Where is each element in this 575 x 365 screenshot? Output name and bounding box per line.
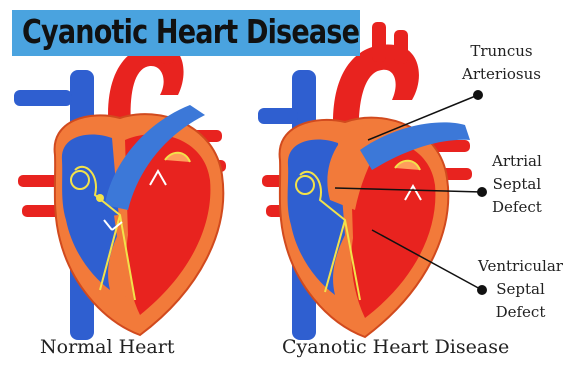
pulmonary-vein-left	[14, 90, 72, 106]
caption-cyanotic-heart: Cyanotic Heart Disease	[282, 336, 509, 358]
label-vsd-line-1: Ventricular	[478, 255, 563, 278]
pulmonary-vein-right-blue	[258, 108, 298, 124]
label-vsd-line-2: Septal	[478, 278, 563, 301]
truncus-branch-1	[372, 22, 386, 62]
callout-dot-icon	[477, 187, 487, 197]
label-asd-line-1: Artrial	[492, 150, 542, 173]
label-asd-line-2: Septal	[492, 173, 542, 196]
caption-normal-heart: Normal Heart	[40, 336, 174, 358]
diagram-title: Cyanotic Heart Disease	[22, 12, 359, 51]
label-ventricular-septal-defect: Ventricular Septal Defect	[478, 255, 563, 324]
label-truncus-line-1: Truncus	[462, 40, 541, 63]
truncus-branch-2	[394, 30, 408, 64]
cyanotic-heart-illustration	[258, 22, 472, 340]
label-asd-line-3: Defect	[492, 196, 542, 219]
av-node	[96, 194, 104, 202]
label-truncus-arteriosus: Truncus Arteriosus	[462, 40, 541, 86]
callout-dot-icon	[473, 90, 483, 100]
normal-heart-illustration	[14, 22, 226, 340]
label-atrial-septal-defect: Artrial Septal Defect	[492, 150, 542, 219]
label-vsd-line-3: Defect	[478, 301, 563, 324]
label-truncus-line-2: Arteriosus	[462, 63, 541, 86]
